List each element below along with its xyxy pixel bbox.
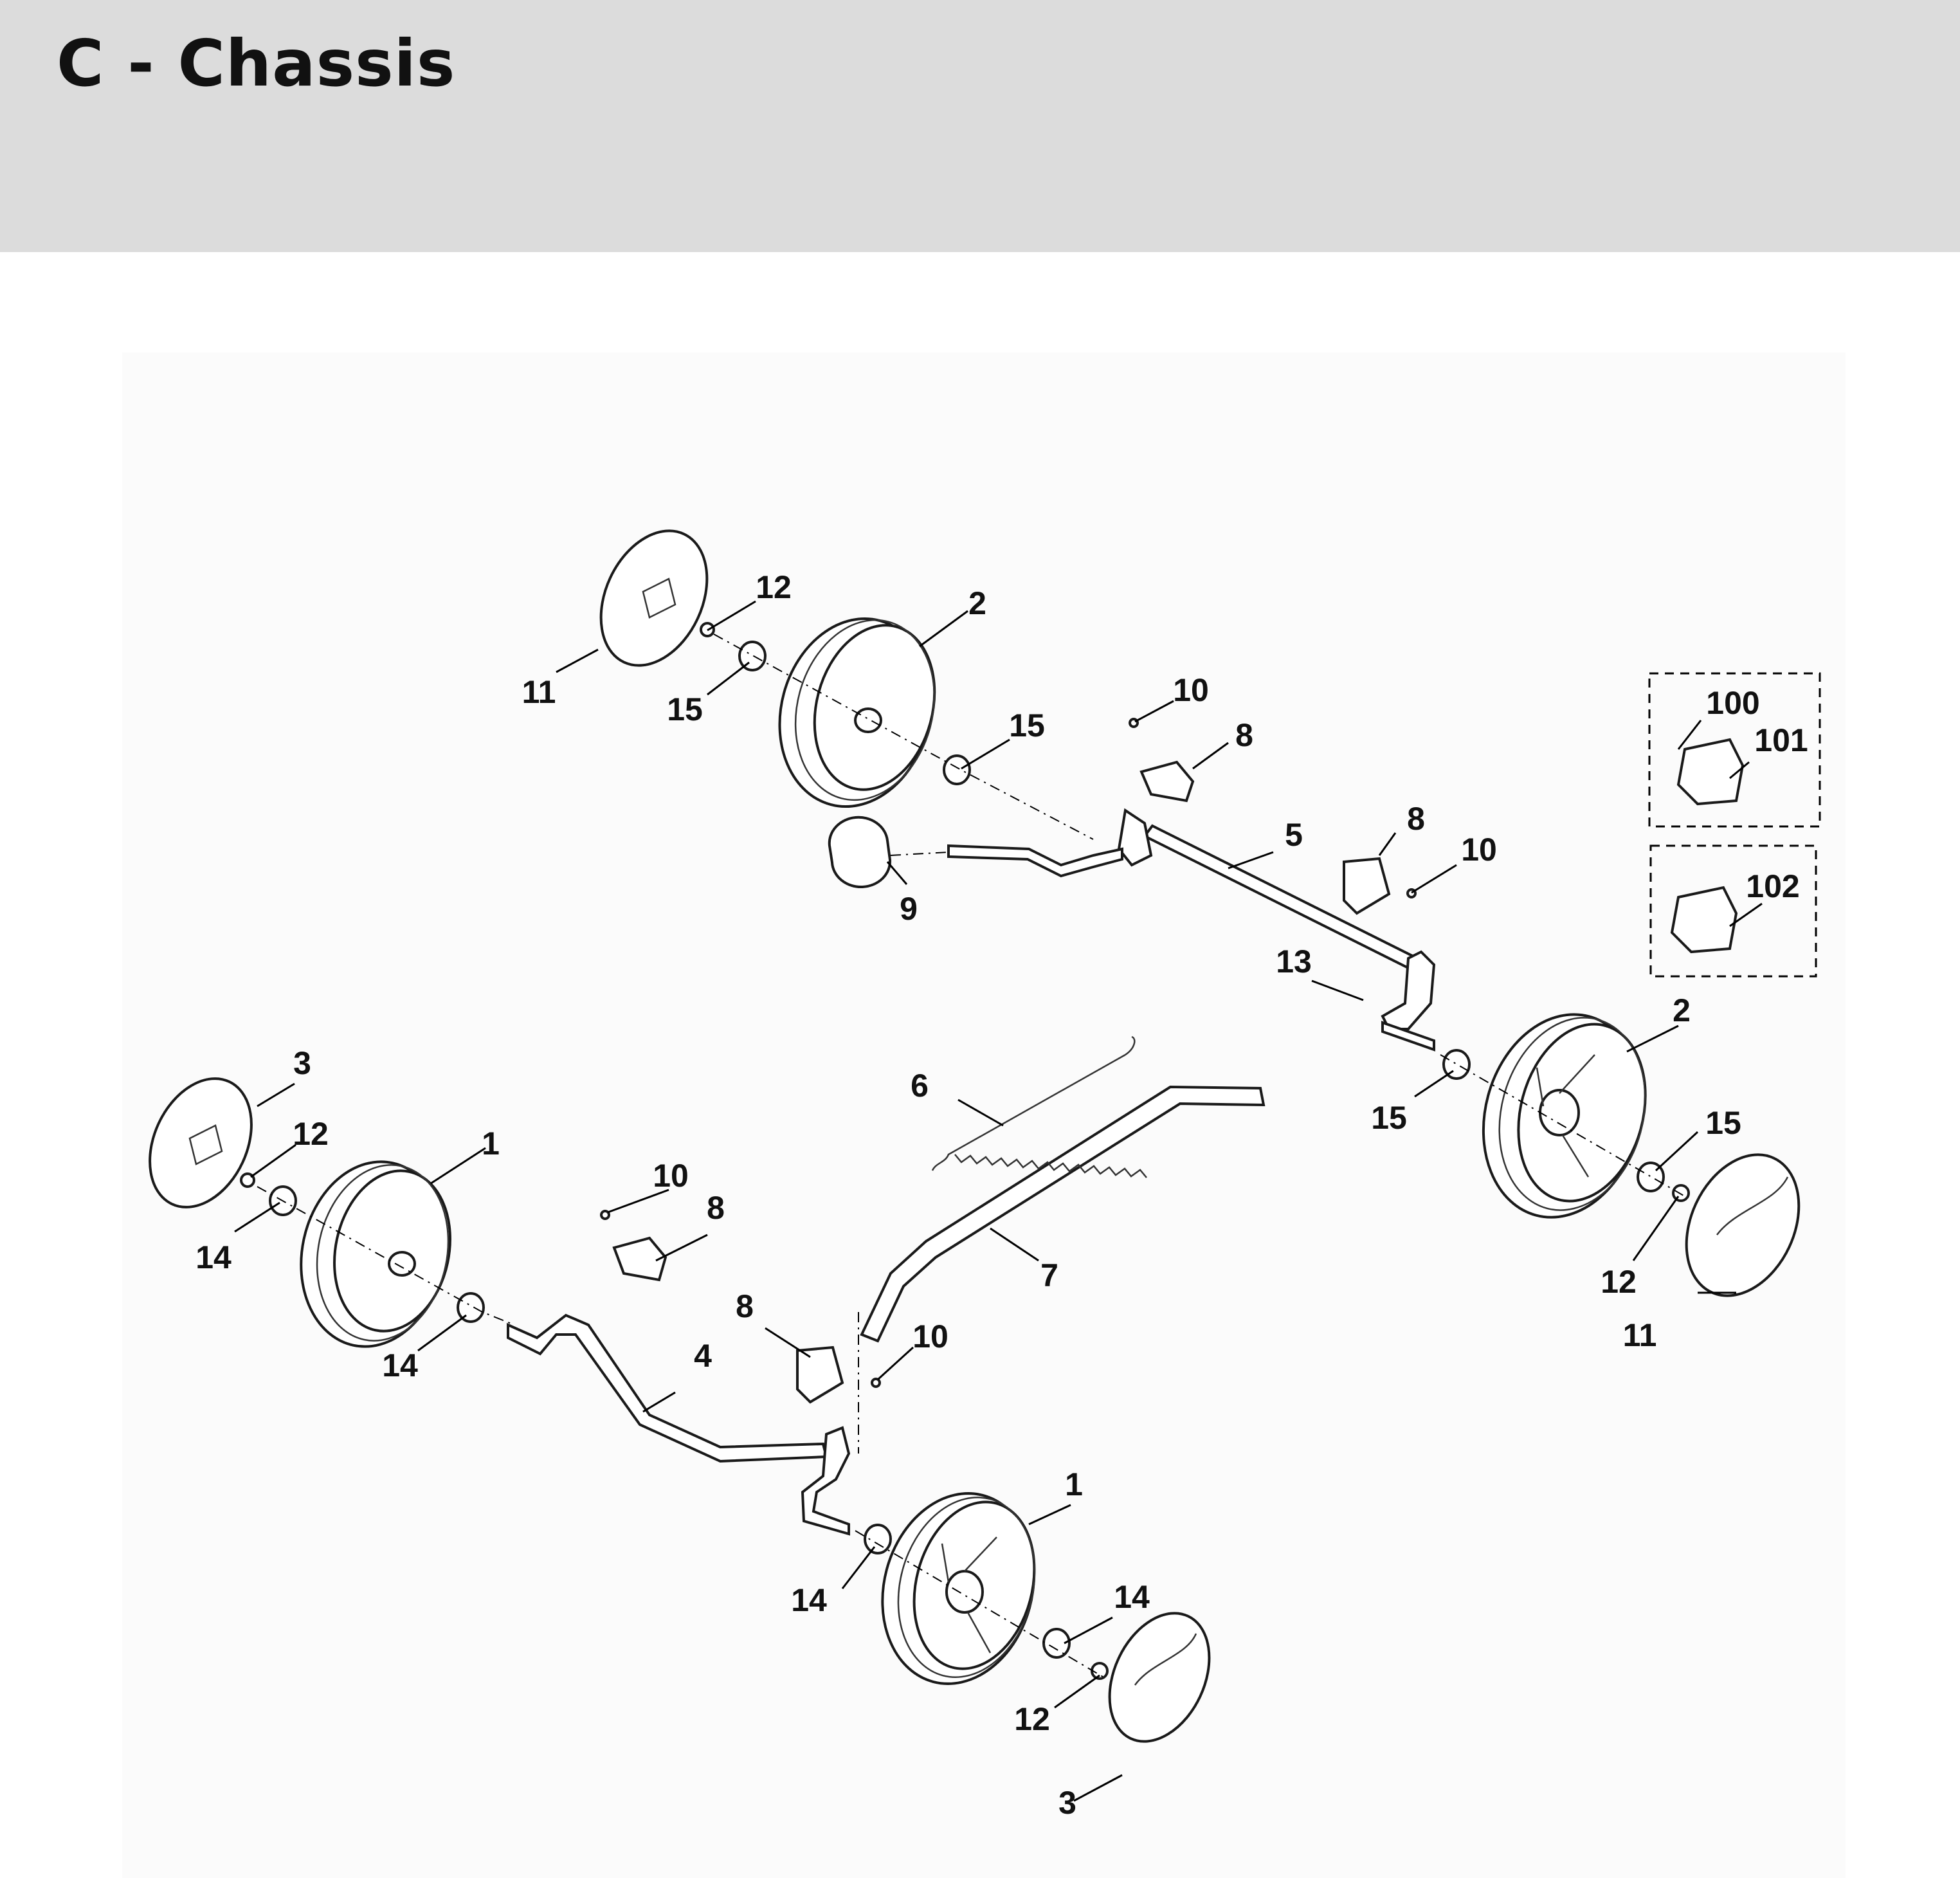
small-parts [240,622,1690,1680]
callout-12: 12 [293,1116,329,1152]
callout-15: 15 [667,691,703,727]
callout-11: 11 [522,674,556,710]
callout-3: 3 [293,1045,311,1081]
callout-7: 7 [1040,1257,1058,1293]
callout-10: 10 [1173,672,1209,708]
callout-100: 100 [1706,685,1759,721]
front-wheel-right [881,1492,1036,1685]
rear-axle [1117,808,1436,1052]
callout-9: 9 [900,891,918,927]
front-axle [507,1313,851,1536]
callout-2: 2 [1673,992,1691,1028]
lever-arm [860,1085,1266,1343]
callout-15: 15 [1009,707,1045,743]
callout-3: 3 [1058,1785,1076,1821]
callout-14: 14 [195,1239,231,1275]
callout-10: 10 [653,1158,689,1194]
assembly-lines [257,634,1685,1679]
callout-12: 12 [756,569,792,605]
rear-wheel-left [778,617,936,808]
callout-102: 102 [1746,868,1799,904]
hubcap-rear-left [599,529,709,667]
spring [931,1035,1147,1178]
callout-labels: 12 11 15 2 15 10 8 5 8 10 9 13 2 15 15 1… [195,569,1808,1821]
callout-12: 12 [1014,1701,1050,1737]
callout-11: 11 [1623,1317,1657,1353]
callout-14: 14 [1114,1579,1150,1615]
callout-10: 10 [912,1318,948,1354]
callout-4: 4 [694,1338,712,1374]
callout-13: 13 [1276,944,1312,980]
callout-8: 8 [736,1288,754,1324]
callout-2: 2 [968,585,986,621]
callout-8: 8 [1235,717,1253,753]
hubcap-front-right [1108,1612,1211,1743]
callout-15: 15 [1705,1105,1741,1141]
callout-14: 14 [791,1582,827,1618]
callout-5: 5 [1285,817,1303,853]
page-title: C - Chassis [57,26,456,101]
option-box-100-101 [1648,672,1821,828]
height-lever [828,816,1123,888]
leader-lines [234,600,1763,1802]
rear-wheel-right [1482,1013,1647,1219]
header-bar: C - Chassis [0,0,1960,252]
callout-12: 12 [1601,1264,1637,1300]
callout-101: 101 [1754,722,1808,758]
option-box-102 [1649,844,1817,978]
hubcap-front-left [149,1077,253,1208]
callout-10: 10 [1461,832,1497,868]
callout-1: 1 [482,1126,500,1162]
front-wheel-left [300,1160,451,1348]
callout-8: 8 [707,1190,725,1226]
callout-6: 6 [911,1068,929,1104]
callout-14: 14 [382,1347,418,1383]
callout-1: 1 [1065,1466,1083,1502]
callout-8: 8 [1407,801,1425,837]
hubcap-rear-right [1685,1153,1801,1297]
callout-15: 15 [1371,1100,1407,1136]
